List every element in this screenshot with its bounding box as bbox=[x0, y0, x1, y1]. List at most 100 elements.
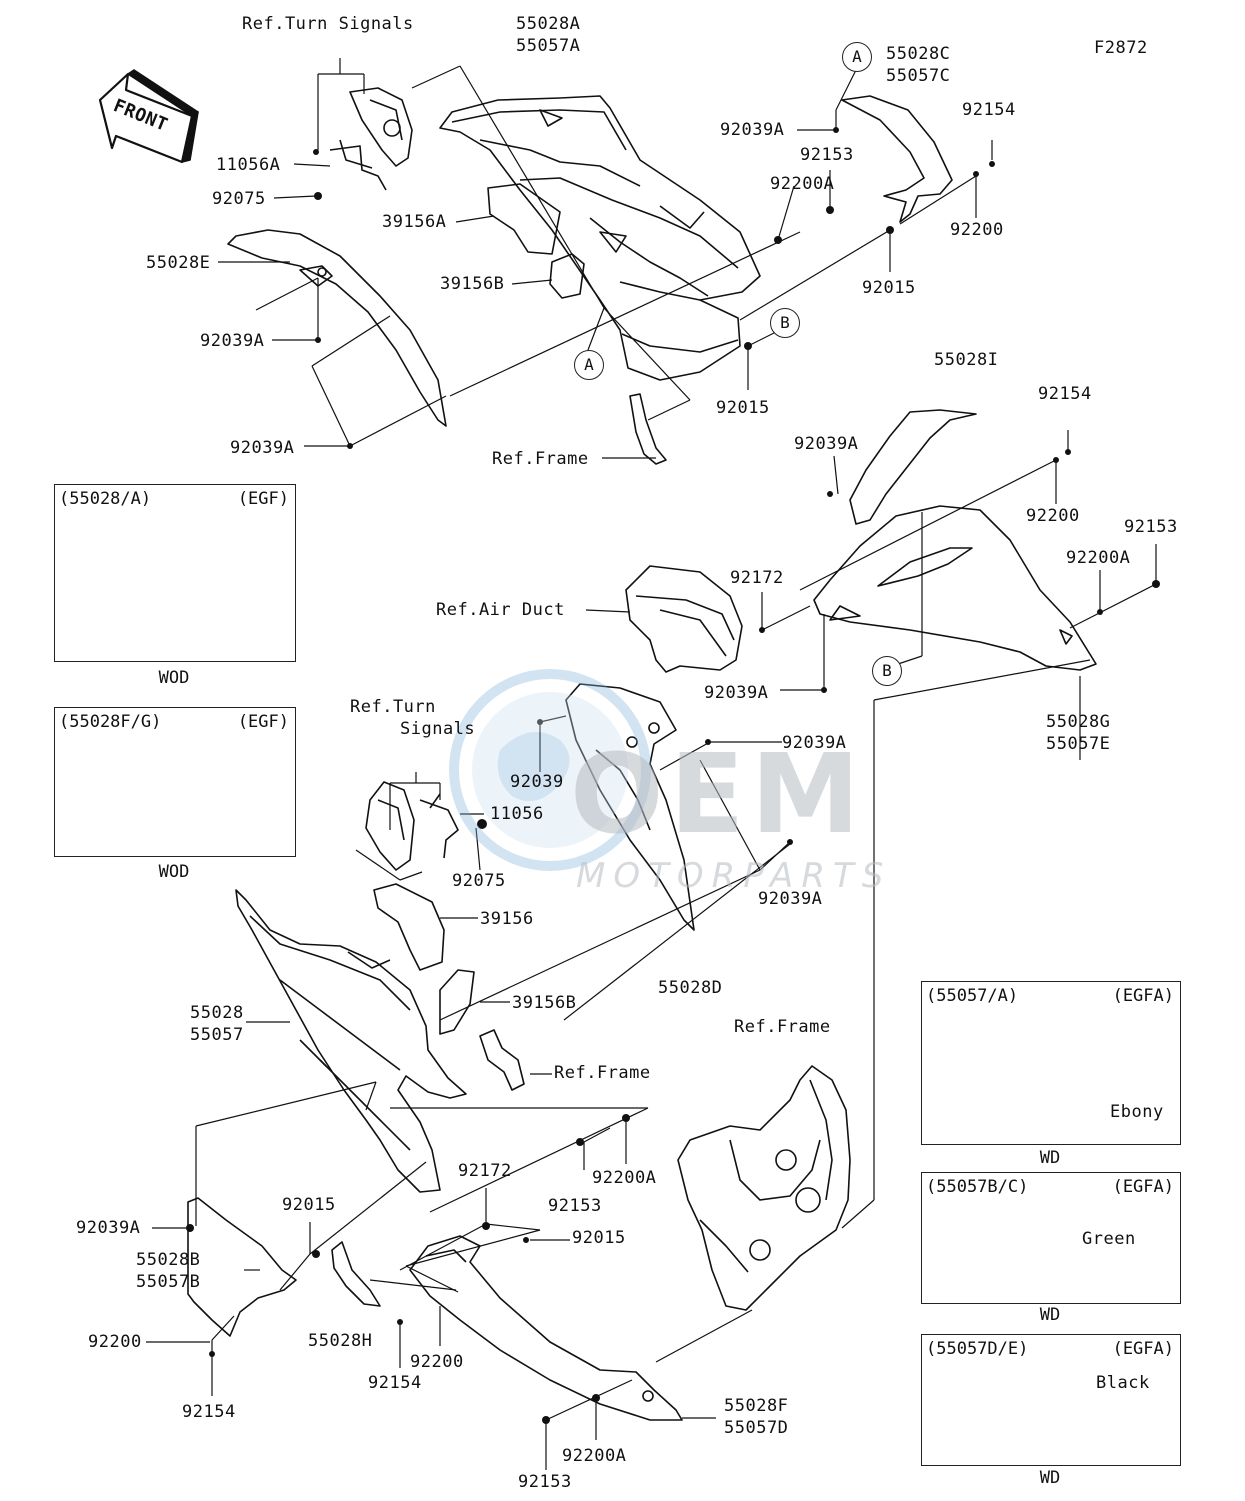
watermark-sub: MOTORPARTS bbox=[576, 856, 892, 896]
globe-watermark-icon bbox=[449, 669, 651, 871]
label-ref-frame-low: Ref.Frame bbox=[554, 1063, 651, 1083]
panel-55028c-shape bbox=[841, 95, 953, 223]
pad-39156b-low-shape bbox=[439, 969, 475, 1035]
pad-39156b-shape bbox=[549, 253, 585, 299]
label-39156: 39156 bbox=[480, 909, 534, 929]
inset-note: Black bbox=[1096, 1373, 1150, 1393]
label-92039a-r1: 92039A bbox=[720, 120, 785, 140]
label-ref-turn-mid-1: Ref.Turn bbox=[350, 697, 436, 717]
label-92039: 92039 bbox=[510, 772, 564, 792]
inset-model: (EGF) bbox=[237, 712, 289, 732]
label-ref-frame-mid: Ref.Frame bbox=[734, 1017, 831, 1037]
label-92200a-low1: 92200A bbox=[592, 1168, 657, 1188]
fastener-dots bbox=[186, 127, 1160, 1424]
label-92015-low1: 92015 bbox=[282, 1195, 336, 1215]
inset-model: (EGFA) bbox=[1112, 986, 1174, 1006]
inset-55028-a: (55028/A) (EGF) bbox=[54, 484, 296, 662]
label-39156b-top: 39156B bbox=[440, 274, 505, 294]
inset-55057-bc: (55057B/C) (EGFA) Green bbox=[921, 1172, 1181, 1304]
panel-55028h-shape bbox=[331, 1241, 381, 1307]
figure-code: F2872 bbox=[1094, 38, 1148, 58]
label-39156a: 39156A bbox=[382, 212, 447, 232]
label-92039a-mid: 92039A bbox=[794, 434, 859, 454]
inset-55057-de: (55057D/E) (EGFA) Black bbox=[921, 1334, 1181, 1466]
label-92154-top: 92154 bbox=[962, 100, 1016, 120]
inset-code: (55057D/E) bbox=[926, 1339, 1029, 1359]
callout-b-top: B bbox=[770, 308, 800, 338]
label-ref-air-duct: Ref.Air Duct bbox=[436, 600, 565, 620]
label-ref-turn-signals-top: Ref.Turn Signals bbox=[242, 14, 414, 34]
label-92015-r1: 92015 bbox=[862, 278, 916, 298]
label-11056: 11056 bbox=[490, 804, 544, 824]
label-92153-mid: 92153 bbox=[1124, 517, 1178, 537]
label-55057d: 55057D bbox=[724, 1418, 789, 1438]
pad-39156a-shape bbox=[487, 183, 561, 255]
panel-55028f-shape bbox=[409, 1235, 683, 1421]
callout-b-mid: B bbox=[872, 656, 902, 686]
label-92039a-mid2: 92039A bbox=[704, 683, 769, 703]
inset-foot: WOD bbox=[158, 862, 190, 882]
panel-55028b-shape bbox=[187, 1197, 297, 1337]
label-92154-mid: 92154 bbox=[1038, 384, 1092, 404]
air-duct-shape bbox=[625, 565, 743, 673]
label-92015-low2: 92015 bbox=[572, 1228, 626, 1248]
inset-foot: WOD bbox=[158, 668, 190, 688]
label-92154-low2: 92154 bbox=[368, 1373, 422, 1393]
inset-foot: WD bbox=[1039, 1305, 1061, 1325]
watermark-brand: OEM bbox=[570, 730, 867, 858]
label-92153-low2: 92153 bbox=[518, 1472, 572, 1492]
label-55028: 55028 bbox=[190, 1003, 244, 1023]
panel-55028d-shape bbox=[565, 683, 695, 931]
ref-frame-bracket-mid-shape bbox=[479, 1029, 525, 1091]
label-92153-low1: 92153 bbox=[548, 1196, 602, 1216]
inner-panel-55028e-shape bbox=[227, 229, 447, 427]
label-11056a: 11056A bbox=[216, 155, 281, 175]
inset-code: (55028F/G) bbox=[59, 712, 162, 732]
frame-shape bbox=[677, 1065, 851, 1311]
inset-note: Ebony bbox=[1110, 1102, 1164, 1122]
turn-signal-upper-shape bbox=[329, 87, 413, 191]
label-92039a-mid4: 92039A bbox=[758, 889, 823, 909]
inset-code: (55057/A) bbox=[926, 986, 1019, 1006]
main-lower-fairing-shape bbox=[235, 889, 467, 1193]
inset-55057-a: (55057/A) (EGFA) Ebony bbox=[921, 981, 1181, 1145]
label-55057c: 55057C bbox=[886, 66, 951, 86]
label-55028d: 55028D bbox=[658, 978, 723, 998]
label-92039a-l1: 92039A bbox=[200, 331, 265, 351]
label-55057a: 55057A bbox=[516, 36, 581, 56]
pad-39156-shape bbox=[373, 883, 445, 971]
inset-code: (55057B/C) bbox=[926, 1177, 1029, 1197]
label-92153-top: 92153 bbox=[800, 145, 854, 165]
label-92039a-l2: 92039A bbox=[230, 438, 295, 458]
inset-model: (EGF) bbox=[237, 489, 289, 509]
label-39156b-low: 39156B bbox=[512, 993, 577, 1013]
label-55028c: 55028C bbox=[886, 44, 951, 64]
label-92075-mid: 92075 bbox=[452, 871, 506, 891]
inset-foot: WD bbox=[1039, 1148, 1061, 1168]
label-92172-mid: 92172 bbox=[730, 568, 784, 588]
label-92200a-top: 92200A bbox=[770, 174, 835, 194]
label-92039a-mid3: 92039A bbox=[782, 733, 847, 753]
callout-a-top: A bbox=[842, 42, 872, 72]
label-92200-low2: 92200 bbox=[410, 1352, 464, 1372]
front-arrow-icon bbox=[98, 69, 199, 164]
label-92200a-low2: 92200A bbox=[562, 1446, 627, 1466]
inset-model: (EGFA) bbox=[1112, 1339, 1174, 1359]
label-55057: 55057 bbox=[190, 1025, 244, 1045]
label-92015-r2: 92015 bbox=[716, 398, 770, 418]
label-92200-low1: 92200 bbox=[88, 1332, 142, 1352]
label-92075-top: 92075 bbox=[212, 189, 266, 209]
turn-signal-mid-shape bbox=[365, 781, 459, 871]
label-92200a-mid: 92200A bbox=[1066, 548, 1131, 568]
label-92200-top: 92200 bbox=[950, 220, 1004, 240]
label-55057e: 55057E bbox=[1046, 734, 1111, 754]
label-92154-low1: 92154 bbox=[182, 1402, 236, 1422]
inset-model: (EGFA) bbox=[1112, 1177, 1174, 1197]
label-92200-mid: 92200 bbox=[1026, 506, 1080, 526]
label-92172-low: 92172 bbox=[458, 1161, 512, 1181]
main-upper-fairing-shape bbox=[439, 95, 761, 381]
watermark: OEM MOTORPARTS bbox=[440, 660, 883, 900]
panel-55028g-shape bbox=[813, 505, 1097, 671]
label-55057b: 55057B bbox=[136, 1272, 201, 1292]
